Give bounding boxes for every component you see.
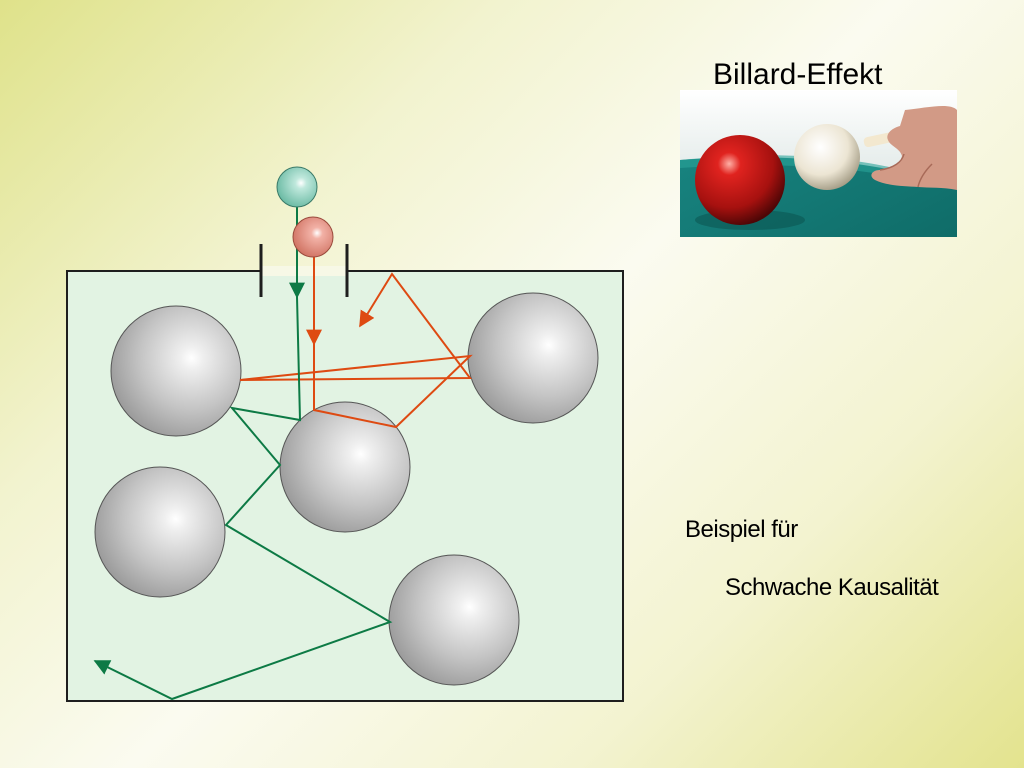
obstacle-ball <box>388 554 520 686</box>
red-ball <box>292 216 334 258</box>
orange-trajectory <box>239 272 473 429</box>
caption-line-2: Schwache Kausalität <box>725 574 939 601</box>
caption-line-1: Beispiel für <box>685 516 798 543</box>
obstacle-ball <box>110 305 242 437</box>
billiard-photo-icon <box>680 90 957 237</box>
green-ball <box>276 166 318 208</box>
green-trajectory <box>93 296 393 701</box>
obstacle-ball <box>94 466 226 598</box>
obstacle-ball <box>467 292 599 424</box>
box-opening <box>261 266 347 276</box>
slide-title: Billard-Effekt <box>713 58 883 91</box>
obstacle-ball <box>279 401 411 533</box>
